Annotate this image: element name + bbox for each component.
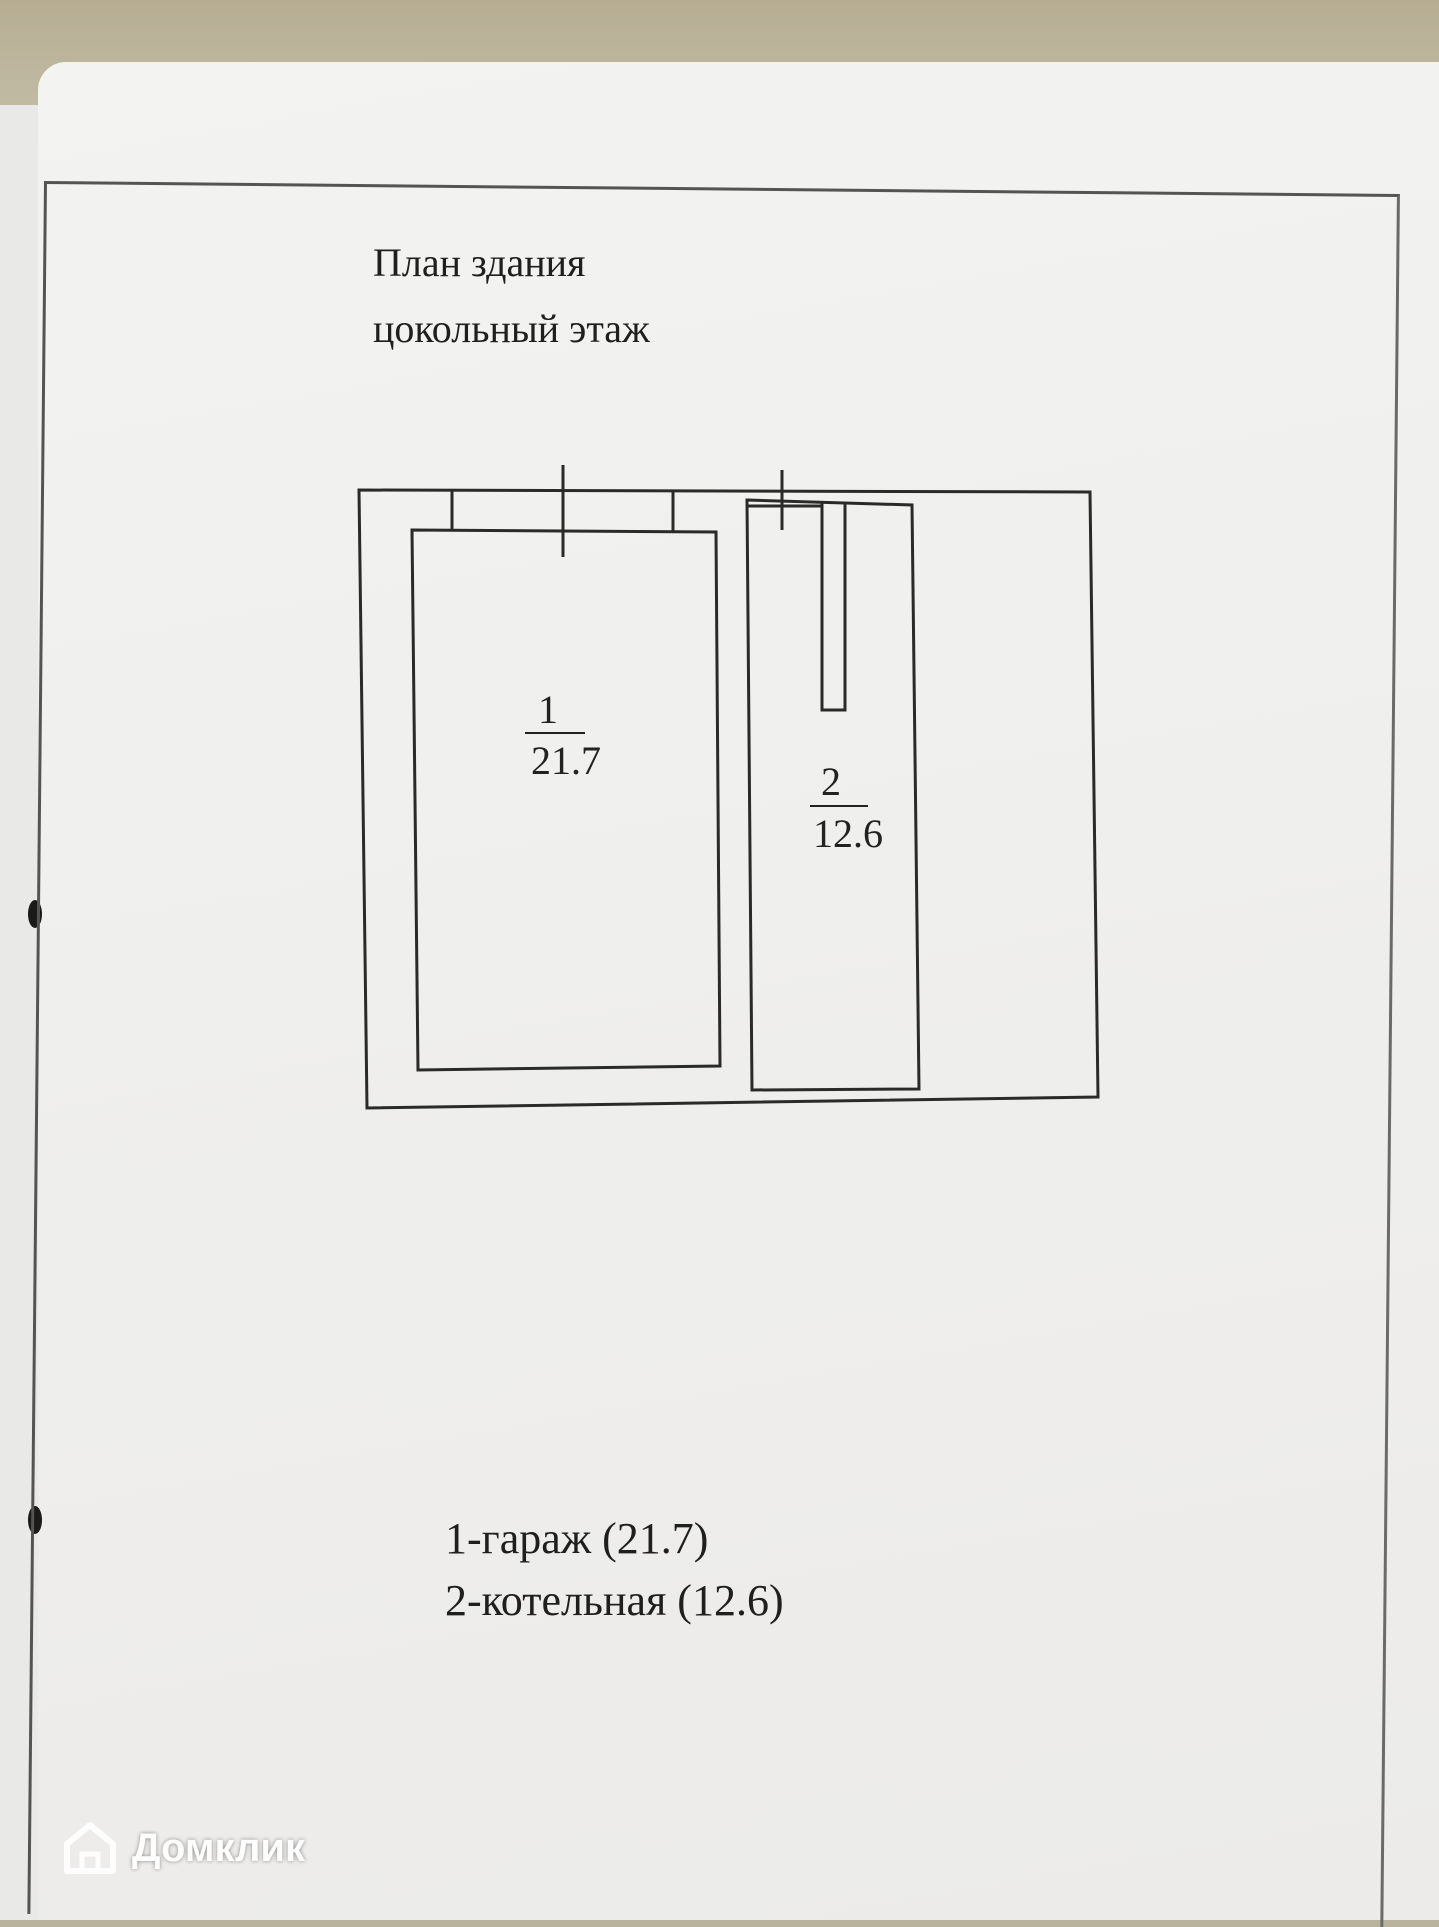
legend-item: 2-котельная (12.6) xyxy=(445,1576,784,1625)
room-2-area: 12.6 xyxy=(813,811,883,856)
building-outline xyxy=(357,488,1100,1110)
binder-hole xyxy=(28,1506,42,1534)
page-title: План здания цокольный этаж xyxy=(373,230,650,362)
room-1-number: 1 xyxy=(538,687,558,732)
binder-hole xyxy=(28,900,42,928)
room-2-outline xyxy=(745,498,921,1092)
title-line-2: цокольный этаж xyxy=(373,306,650,351)
room-1-area: 21.7 xyxy=(531,738,601,783)
room-2-number: 2 xyxy=(821,759,841,804)
legend-item: 1-гараж (21.7) xyxy=(445,1514,709,1563)
duct-outline xyxy=(820,503,847,712)
house-logo-icon xyxy=(64,1822,116,1874)
watermark-text: Домклик xyxy=(132,1825,306,1870)
room-legend: 1-гараж (21.7) 2-котельная (12.6) xyxy=(445,1508,784,1632)
paper-sheet xyxy=(38,62,1439,1920)
watermark: Домклик xyxy=(62,1820,305,1876)
room-1-outline xyxy=(410,528,722,1072)
title-line-1: План здания xyxy=(373,240,586,285)
